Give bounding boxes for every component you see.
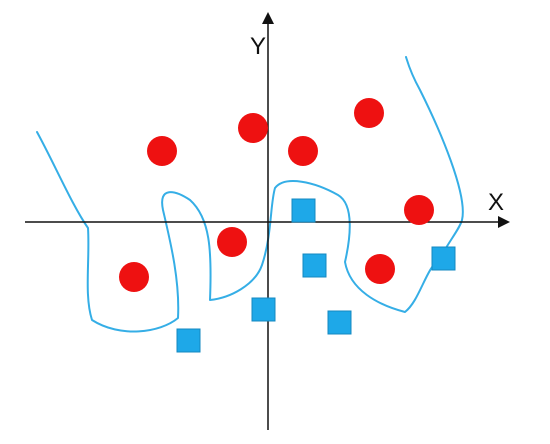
circle-points bbox=[119, 98, 434, 292]
red-circle-point bbox=[288, 136, 318, 166]
red-circle-point bbox=[238, 113, 268, 143]
x-axis-label: X bbox=[488, 189, 504, 216]
blue-square-point bbox=[291, 198, 316, 223]
decision-boundary bbox=[36, 56, 464, 333]
red-circle-point bbox=[365, 254, 395, 284]
blue-square-point bbox=[251, 297, 276, 322]
red-circle-point bbox=[119, 262, 149, 292]
red-circle-point bbox=[217, 227, 247, 257]
blue-square-point bbox=[327, 310, 352, 335]
red-circle-point bbox=[404, 195, 434, 225]
red-circle-point bbox=[354, 98, 384, 128]
y-axis-label: Y bbox=[250, 33, 266, 60]
red-circle-point bbox=[147, 136, 177, 166]
blue-square-point bbox=[431, 246, 456, 271]
square-points bbox=[176, 198, 456, 353]
y-axis-arrowhead bbox=[262, 12, 274, 24]
x-axis-arrowhead bbox=[498, 216, 510, 228]
blue-square-point bbox=[176, 328, 201, 353]
blue-square-point bbox=[302, 253, 327, 278]
